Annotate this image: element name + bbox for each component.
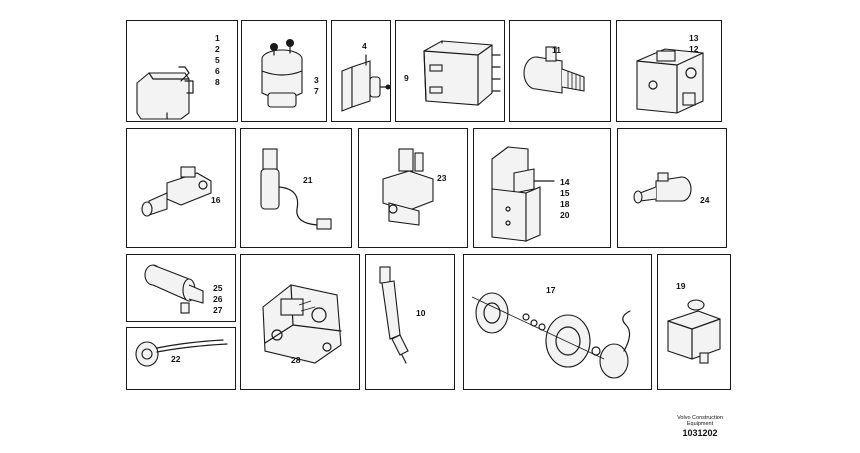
solenoid-valve-illustration xyxy=(141,166,212,217)
label-10: 10 xyxy=(416,308,426,318)
label-23: 23 xyxy=(437,173,447,183)
label-16: 16 xyxy=(211,195,221,205)
panel-directional-valve: 14 15 18 20 xyxy=(473,128,611,248)
panel-valve-solenoid: 19 xyxy=(657,254,731,390)
solenoid-switch-illustration xyxy=(261,39,303,108)
sensor-illustration xyxy=(523,46,585,94)
panel-valve-block: 13 12 xyxy=(616,20,722,122)
label-25: 25 xyxy=(213,283,223,293)
panel-actuator: 24 xyxy=(617,128,727,248)
panel-sensor: 11 xyxy=(509,20,611,122)
label-27: 27 xyxy=(213,305,223,315)
panel-valve-assembly: 23 xyxy=(358,128,468,248)
label-14: 14 xyxy=(560,177,570,187)
relay-illustration xyxy=(136,66,194,120)
label-19: 19 xyxy=(676,281,686,291)
panel-pulley-clutch: 17 xyxy=(463,254,652,390)
label-21: 21 xyxy=(303,175,313,185)
panel-cylinder-sensor: 25 26 27 xyxy=(126,254,236,322)
label-11: 11 xyxy=(552,45,561,55)
label-1: 1 xyxy=(215,33,220,43)
actuator-illustration xyxy=(633,172,692,204)
drawing-code: 1031202 xyxy=(682,428,718,438)
pump-illustration xyxy=(262,284,342,364)
label-9: 9 xyxy=(404,73,409,83)
valve-solenoid-illustration xyxy=(667,299,721,364)
injector-illustration xyxy=(379,266,409,364)
label-18: 18 xyxy=(560,199,570,209)
label-28: 28 xyxy=(291,355,301,365)
pulley-clutch-illustration xyxy=(471,292,631,379)
panel-solenoid-valve: 16 xyxy=(126,128,236,248)
label-3: 3 xyxy=(314,75,319,85)
panel-relay: 1 2 5 6 8 xyxy=(126,20,238,122)
ring-sensor-illustration xyxy=(135,339,228,367)
label-12: 12 xyxy=(689,44,699,54)
panel-bracket-sensor: 4 xyxy=(331,20,391,122)
label-5: 5 xyxy=(215,55,220,65)
panel-pump: 28 xyxy=(240,254,360,390)
label-8: 8 xyxy=(215,77,220,87)
control-unit-illustration xyxy=(423,40,501,106)
panel-ring-sensor: 22 xyxy=(126,327,236,390)
label-13: 13 xyxy=(689,33,699,43)
bracket-sensor-illustration xyxy=(341,54,391,112)
label-22: 22 xyxy=(171,354,181,364)
panel-solenoid-switch: 3 7 xyxy=(241,20,327,122)
label-17: 17 xyxy=(546,285,556,295)
label-7: 7 xyxy=(314,86,319,96)
label-15: 15 xyxy=(560,188,570,198)
valve-block-illustration xyxy=(636,48,704,114)
valve-assembly-illustration xyxy=(382,148,434,226)
footer: Volvo Construction Equipment 1031202 xyxy=(670,415,730,438)
label-20: 20 xyxy=(560,210,570,220)
label-26: 26 xyxy=(213,294,223,304)
pressure-sensor-illustration xyxy=(260,148,332,230)
directional-valve-illustration xyxy=(491,146,555,242)
label-6: 6 xyxy=(215,66,220,76)
panel-injector: 10 xyxy=(365,254,455,390)
cylinder-sensor-illustration xyxy=(144,264,204,314)
panel-control-unit: 9 xyxy=(395,20,505,122)
panel-pressure-sensor: 21 xyxy=(240,128,352,248)
label-4: 4 xyxy=(362,41,367,51)
label-24: 24 xyxy=(700,195,710,205)
company-name: Volvo Construction Equipment xyxy=(677,415,723,427)
label-2: 2 xyxy=(215,44,220,54)
